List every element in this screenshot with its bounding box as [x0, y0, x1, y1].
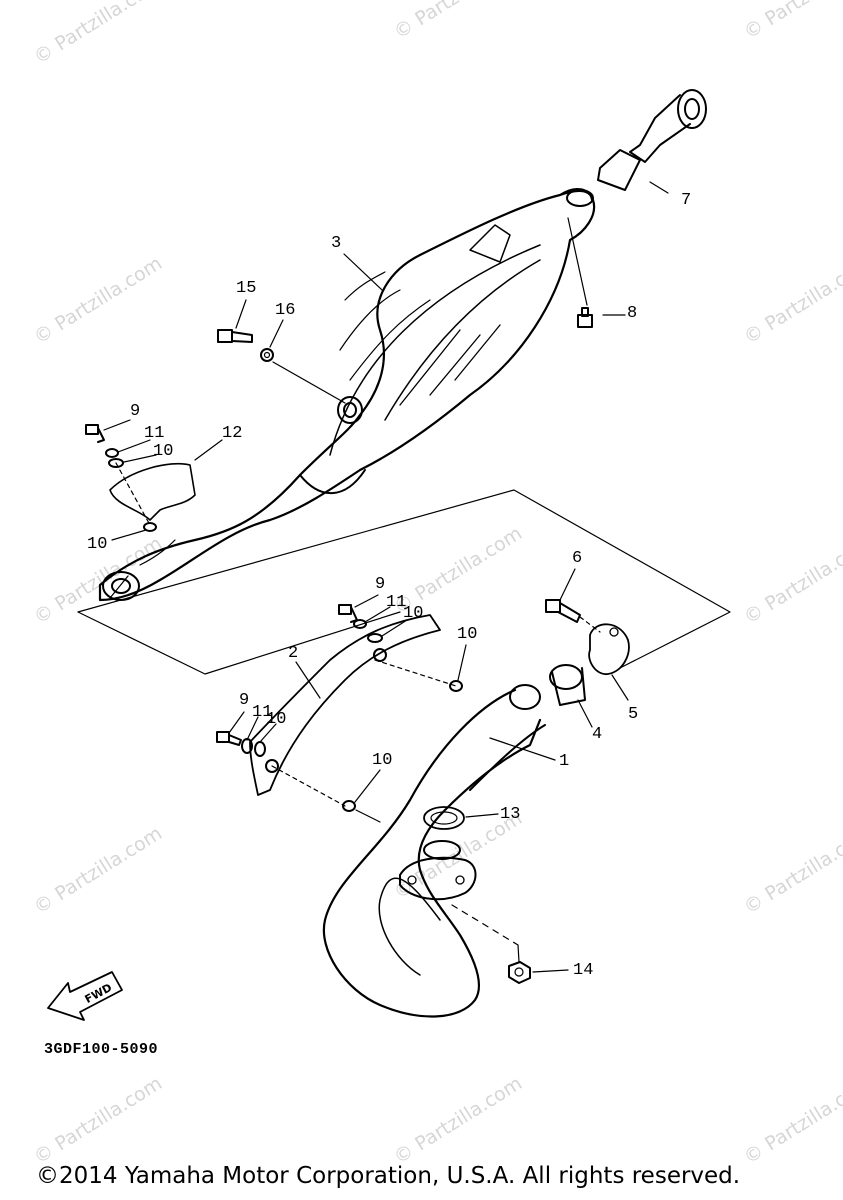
callout-3: 3 — [331, 234, 342, 253]
callout-5: 5 — [628, 705, 639, 724]
callout-11: 11 — [252, 703, 273, 722]
callout-16: 16 — [275, 301, 296, 320]
callout-10: 10 — [153, 442, 174, 461]
callout-6: 6 — [572, 549, 583, 568]
callout-9: 9 — [130, 402, 141, 421]
callout-10: 10 — [457, 625, 478, 644]
callout-10: 10 — [266, 710, 287, 729]
callout-10: 10 — [372, 751, 393, 770]
callout-14: 14 — [573, 961, 594, 980]
assembly-outline — [77, 611, 401, 675]
callout-4: 4 — [592, 725, 603, 744]
callout-2: 2 — [288, 644, 299, 663]
exhaust-stay — [249, 614, 441, 796]
pipe-flange — [399, 840, 477, 901]
joint-sleeve — [549, 664, 586, 706]
muffler — [98, 188, 596, 602]
washer-16 — [260, 348, 274, 362]
washer-10 — [143, 522, 157, 532]
clamp — [588, 623, 630, 675]
bolt-9 — [338, 604, 358, 623]
muffler-guard — [109, 462, 196, 521]
bolt-15 — [217, 329, 253, 343]
bolt-6 — [545, 599, 581, 623]
washer-11 — [353, 619, 367, 629]
washer-11 — [105, 448, 119, 458]
callout-13: 13 — [500, 805, 521, 824]
callout-12: 12 — [222, 424, 243, 443]
callout-10: 10 — [403, 604, 424, 623]
callout-1: 1 — [559, 752, 570, 771]
washer-10 — [342, 800, 356, 812]
fwd-arrow-icon — [47, 971, 123, 1021]
washer-10 — [449, 680, 463, 692]
callout-9: 9 — [239, 691, 250, 710]
washer-10 — [367, 633, 383, 643]
callout-10: 10 — [87, 535, 108, 554]
diagram-code: 3GDF100-5090 — [44, 1041, 159, 1058]
assembly-outline — [77, 489, 731, 669]
exhaust-pipe — [322, 684, 546, 1018]
callout-11: 11 — [144, 424, 165, 443]
callout-11: 11 — [386, 593, 407, 612]
copyright-notice: ©2014 Yamaha Motor Corporation, U.S.A. A… — [36, 1163, 741, 1189]
callout-9: 9 — [375, 575, 386, 594]
nut-14 — [508, 961, 531, 984]
washer-10 — [108, 458, 124, 468]
bolt-9 — [85, 424, 105, 443]
bolt-8 — [577, 307, 593, 328]
washer-10 — [254, 741, 266, 757]
callout-8: 8 — [627, 304, 638, 323]
callout-15: 15 — [236, 279, 257, 298]
bolt-9 — [216, 731, 242, 746]
gasket — [423, 806, 465, 830]
leader-lines — [103, 181, 669, 973]
tail-silencer — [597, 89, 707, 191]
callout-7: 7 — [681, 191, 692, 210]
